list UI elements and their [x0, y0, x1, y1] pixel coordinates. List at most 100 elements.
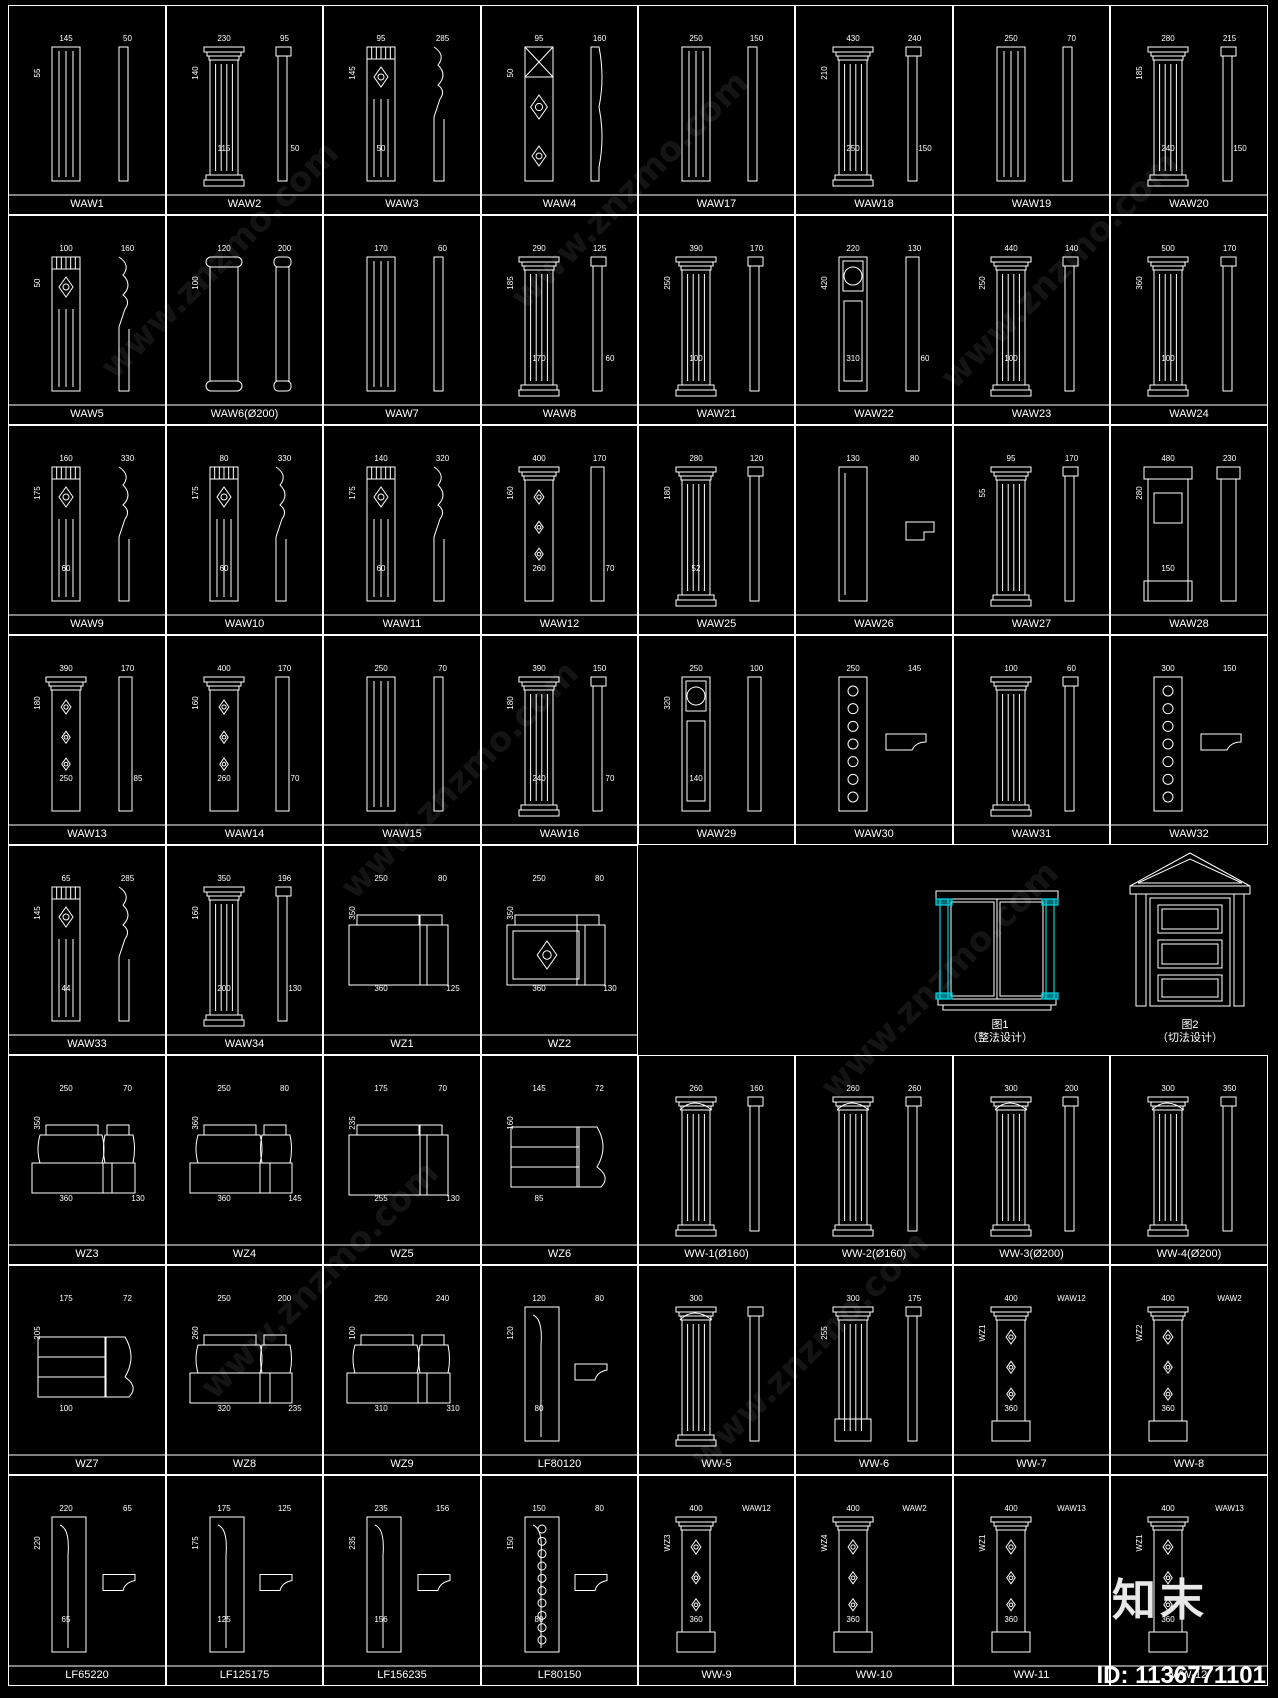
figure-2-caption: 图2 （切法设计） — [1130, 1019, 1250, 1045]
dimension-label: WAW13 — [1057, 1504, 1086, 1513]
dimension-label: 44 — [62, 984, 71, 993]
dimension-label: 100 — [348, 1326, 357, 1340]
dimension-label: 235 — [374, 1504, 388, 1513]
element-drawing: 300 — [638, 1265, 795, 1475]
dimension-label: 400 — [1161, 1504, 1175, 1513]
dimension-label: 175 — [374, 1084, 388, 1093]
dimension-label: 140 — [191, 66, 200, 80]
dimension-label: 95 — [535, 34, 544, 43]
dimension-label: 100 — [59, 244, 73, 253]
dimension-label: 350 — [1223, 1084, 1237, 1093]
element-label: WW-6 — [858, 1458, 890, 1470]
dimension-label: 160 — [506, 486, 515, 500]
dimension-label: 170 — [1065, 454, 1079, 463]
dimension-label: WZ1 — [978, 1324, 987, 1341]
element-label: WZ4 — [232, 1248, 257, 1260]
dimension-label: 65 — [62, 874, 71, 883]
dimension-label: 260 — [846, 1084, 860, 1093]
element-label: WW-4(Ø200) — [1156, 1248, 1222, 1260]
dimension-label: 280 — [1135, 486, 1144, 500]
dimension-label: 280 — [689, 454, 703, 463]
element-label: WW-8 — [1173, 1458, 1205, 1470]
dimension-label: 80 — [220, 454, 229, 463]
element-label: WZ2 — [547, 1038, 572, 1050]
dimension-label: 85 — [134, 774, 143, 783]
dimension-label: 360 — [689, 1615, 703, 1624]
dimension-label: 65 — [123, 1504, 132, 1513]
dimension-label: 170 — [121, 664, 135, 673]
dimension-label: 185 — [1135, 66, 1144, 80]
dimension-label: 150 — [918, 144, 932, 153]
dimension-label: 430 — [846, 34, 860, 43]
element-label: WW-7 — [1016, 1458, 1047, 1470]
dimension-label: 250 — [689, 34, 703, 43]
dimension-label: 180 — [506, 696, 515, 710]
element-label: WAW29 — [696, 828, 737, 840]
window-door-elevations — [935, 852, 1251, 1011]
dimension-label: 300 — [1004, 1084, 1018, 1093]
element-label: WAW2 — [227, 198, 262, 210]
dimension-label: 200 — [217, 984, 231, 993]
dimension-label: 55 — [978, 488, 987, 497]
dimension-label: 390 — [59, 664, 73, 673]
element-label: WW-3(Ø200) — [999, 1248, 1064, 1260]
dimension-label: 100 — [689, 354, 703, 363]
dimension-label: 50 — [123, 34, 132, 43]
dimension-label: 160 — [59, 454, 73, 463]
dimension-label: 60 — [1067, 664, 1076, 673]
dimension-label: 175 — [348, 486, 357, 500]
dimension-label: 170 — [532, 354, 546, 363]
element-label: LF125175 — [219, 1669, 270, 1681]
element-label: WZ7 — [75, 1458, 99, 1470]
dimension-label: 440 — [1004, 244, 1018, 253]
dimension-label: 70 — [606, 564, 615, 573]
dimension-label: 240 — [1161, 144, 1175, 153]
dimension-label: 250 — [532, 874, 546, 883]
element-label: WZ5 — [390, 1248, 414, 1260]
dimension-label: 235 — [348, 1536, 357, 1550]
dimension-label: 260 — [532, 564, 546, 573]
dimension-label: 215 — [1223, 34, 1237, 43]
dimension-label: 250 — [59, 1084, 73, 1093]
dimension-label: 50 — [33, 278, 42, 287]
dimension-label: 250 — [689, 664, 703, 673]
dimension-label: 145 — [288, 1194, 302, 1203]
dimension-label: 250 — [374, 874, 388, 883]
dimension-label: 175 — [33, 486, 42, 500]
dimension-label: 250 — [217, 1084, 231, 1093]
dimension-label: 320 — [217, 1404, 231, 1413]
dimension-label: 100 — [1004, 664, 1018, 673]
dimension-label: 150 — [506, 1536, 515, 1550]
dimension-label: 60 — [62, 564, 71, 573]
dimension-label: 300 — [1161, 664, 1175, 673]
dimension-label: 240 — [532, 774, 546, 783]
dimension-label: 125 — [217, 1615, 231, 1624]
dimension-label: 70 — [1067, 34, 1076, 43]
element-label: WAW3 — [385, 198, 419, 210]
